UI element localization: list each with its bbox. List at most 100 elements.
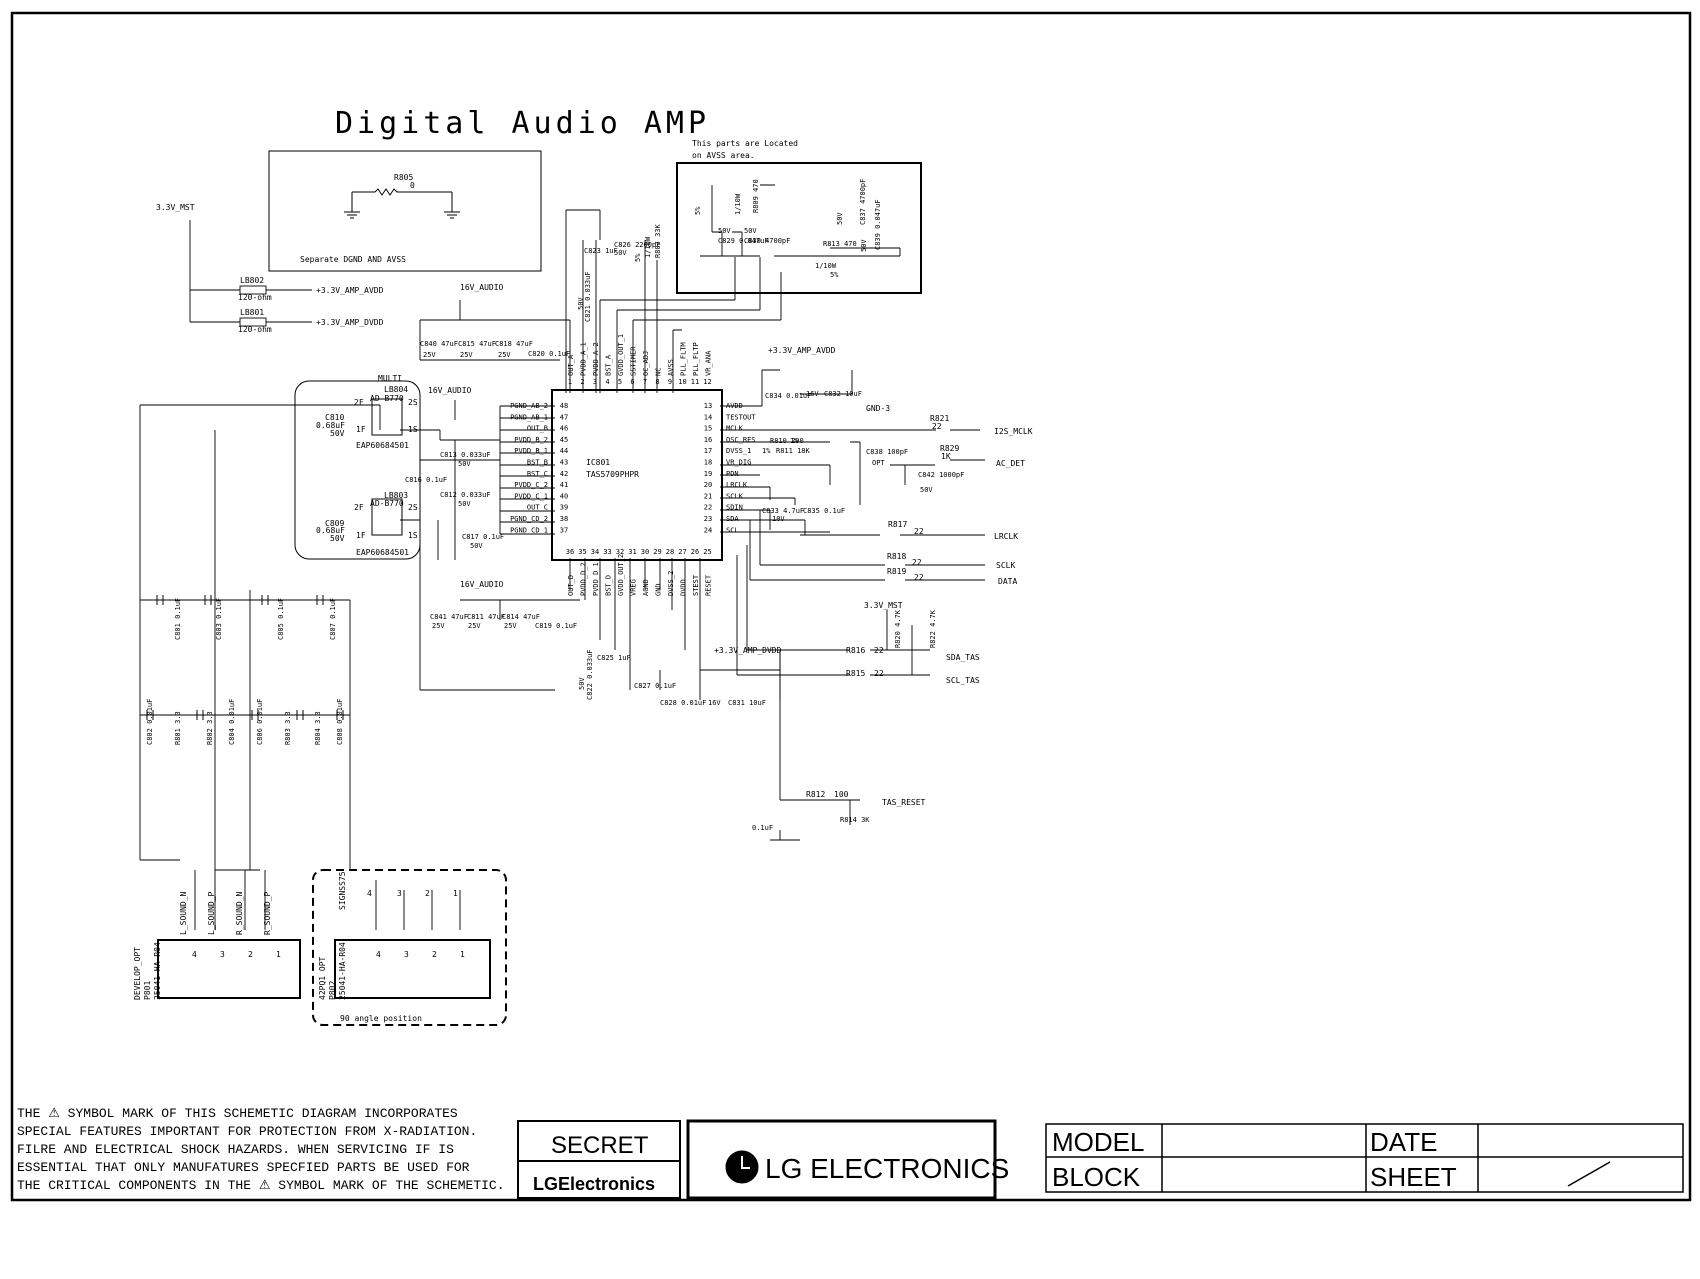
filter-c809-ref: C809 (325, 519, 344, 528)
ic-pin-num-26: 26 (691, 548, 699, 556)
connector-p801-pin3: 3 (220, 950, 225, 959)
label-r811: R811 18K (776, 447, 811, 455)
ic-pin-num-29: 29 (653, 548, 661, 556)
signal-p802-4: 4 (367, 889, 372, 898)
ic-pin-name-43: BST_B (527, 459, 548, 467)
res-r816-val: 22 (874, 646, 884, 655)
ic-pin-name-39: OUT_C (527, 504, 548, 512)
label-c842: C842 1000pF (918, 471, 964, 479)
label-r810p: 1% (790, 437, 799, 445)
label-r807t: 1/10W (644, 236, 652, 258)
label-r809p: 5% (694, 206, 702, 215)
ic-pin-name-45: PVDD_B_2 (514, 436, 548, 444)
label-r813p: 5% (830, 271, 839, 279)
label-c833: C833 4.7uF (762, 507, 804, 515)
ic-pin-name-28: DVSS_2 (667, 571, 675, 596)
separate-box-resistor: R805 (394, 173, 413, 182)
res-r817: R817 (888, 520, 907, 529)
connector-p802-body (334, 939, 491, 999)
label-c832: C832 10uF (824, 390, 862, 398)
ic-pin-num-21: 21 (704, 492, 712, 500)
separate-box (268, 150, 542, 272)
label-c832v: 16V (806, 390, 819, 398)
filter-lb803-pin-1s: 1S (408, 531, 418, 540)
filter-lb804-pin-1f: 1F (356, 425, 366, 434)
label-c831: C831 10uF (728, 699, 766, 707)
label-r809t: 1/10W (734, 193, 742, 215)
signal-r-sound-p: R_SOUND_P (263, 891, 272, 935)
ic-pin-name-34: PVDD_D_1 (592, 562, 600, 596)
port-ac-det: AC_DET (996, 459, 1025, 468)
ic-pin-name-47: PGND_AB_1 (510, 413, 548, 421)
connector-p801-body (157, 939, 301, 999)
connector-p802-pin4: 4 (376, 950, 381, 959)
capacitor-symbol-0 (156, 595, 164, 605)
label-c822v: 50V (578, 677, 586, 690)
port-scl-tas: SCL_TAS (946, 676, 980, 685)
ic-pin-name-30: AGND (642, 579, 650, 596)
ic-pin-name-48: PGND_AB_2 (510, 402, 548, 410)
filter-lb804-ref: LB804 (384, 385, 408, 394)
filter-lb803-pn: EAP60684501 (356, 548, 409, 557)
ic-pin-num-12: 12 (703, 378, 711, 386)
net-16v-audio-1: 16V_AUDIO (460, 283, 504, 292)
label-c838o: OPT (872, 459, 885, 467)
res-r821: R821 (930, 414, 949, 423)
net-dvdd-label-2: +3.3V_AMP_DVDD (714, 646, 782, 655)
label-c804: C804 0.01uF (228, 699, 236, 745)
ic-pin-name-25: RESET (705, 574, 713, 596)
connector-p802-ref: P802 (328, 981, 337, 1000)
ic-pin-name-10: PLL_FLTM (680, 342, 688, 376)
ic-pin-name-1: OUT_A (567, 354, 575, 376)
label-c821: C821 0.033uF (584, 271, 592, 322)
schematic-title: Digital Audio AMP (335, 106, 710, 141)
ic-pin-name-36: OUT_D (567, 575, 575, 596)
label-c825: C825 1uF (597, 654, 631, 662)
res-r818-val: 22 (912, 558, 922, 567)
ic-pin-num-35: 35 (578, 548, 586, 556)
ferrite-lb801-ref: LB801 (240, 308, 264, 317)
ic-pin-num-17: 17 (704, 447, 712, 455)
port-sda-tas: SDA_TAS (946, 653, 980, 662)
ic-pin-num-27: 27 (678, 548, 686, 556)
label-r809: R809 470 (752, 179, 760, 213)
ic-pin-num-33: 33 (603, 548, 611, 556)
ic-pin-num-45: 45 (560, 436, 568, 444)
ic-pin-num-8: 8 (655, 378, 659, 386)
res-r829: R829 (940, 444, 959, 453)
res-r815: R815 (846, 669, 865, 678)
label-c829: C829 0.047uF (718, 237, 769, 245)
label-c801: C801 0.1uF (174, 598, 182, 640)
ic-pin-name-17: DVSS_1 (726, 447, 751, 455)
label-c840v: 25V (423, 351, 436, 359)
ic-pin-name-40: PVDD_C_1 (514, 492, 548, 500)
titleblock-block: BLOCK (1052, 1162, 1141, 1192)
label-c813v: 50V (458, 460, 471, 468)
ic-pin-name-8: NC (655, 368, 663, 376)
res-r829-val: 1K (941, 452, 951, 461)
ic-pin-name-2: PVDD_A_1 (580, 342, 588, 376)
res-r812: R812 (806, 790, 825, 799)
ic-pin-name-19: PDN (726, 470, 739, 478)
ic-pin-name-29: GND (655, 583, 663, 596)
port-lrclk: LRCLK (994, 532, 1018, 541)
signal-r-sound-n: R_SOUND_N (235, 891, 244, 935)
ic-pin-num-3: 3 (593, 378, 597, 386)
filter-lb803-ref: LB803 (384, 491, 408, 500)
ic-pin-num-19: 19 (704, 470, 712, 478)
label-c818v: 25V (498, 351, 511, 359)
titleblock-sheet: SHEET (1370, 1162, 1457, 1192)
ic-pin-name-42: BST_C (527, 470, 548, 478)
titleblock-model: MODEL (1052, 1127, 1144, 1157)
secret-brand: LGElectronics (533, 1174, 655, 1194)
label-c812v: 50V (458, 500, 471, 508)
label-c827: C827 0.1uF (634, 682, 676, 690)
label-c822: C822 0.033uF (586, 649, 594, 700)
ic-pin-name-24: SCL (726, 526, 739, 534)
net-avdd-label-2: +3.3V_AMP_AVDD (768, 346, 836, 355)
warning-line-1: THE ⚠ SYMBOL MARK OF THIS SCHEMETIC DIAG… (17, 1106, 458, 1121)
ic-pin-num-46: 46 (560, 425, 568, 433)
label-r807p: 5% (634, 253, 642, 262)
